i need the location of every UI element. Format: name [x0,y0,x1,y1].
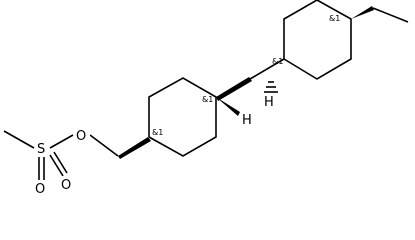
stereo-label-lower-right: &1 [202,95,213,104]
molecule-drawing: S O O O H H &1 &1 &1 &1 [3,0,409,197]
lower-ring [148,77,217,157]
atom-hydrogen-lower: H [242,113,252,128]
wedge-bond-methylene-ring [118,137,151,159]
stereo-label-upper-left: &1 [272,57,283,66]
structure-canvas: S O O O H H &1 &1 &1 &1 [3,0,409,197]
atom-oxygen-oxo-left: O [35,182,45,197]
bond-sulfur-oxo-right-a [49,154,64,177]
bond-sulfur-oxo-right-b [53,151,68,174]
stereo-label-lower-left: &1 [152,128,163,137]
stereo-label-upper-right: &1 [329,14,340,23]
atom-oxygen-oxo-right: O [61,178,71,193]
atom-hydrogen-upper: H [264,95,274,110]
wedge-bond-ring-ethyl [351,6,374,19]
upper-ring [249,0,352,80]
atom-oxygen-ester: O [76,129,86,144]
wedge-bond-ring-hydrogen [216,97,240,116]
atom-sulfur: S [37,142,45,157]
bond-sulfur-oxygen [49,134,74,149]
wedge-bond-ring-ring [216,77,252,101]
bond-methyl-sulfur [3,130,35,149]
bond-oxygen-methylene [89,134,119,157]
bond-ethyl [372,7,409,23]
